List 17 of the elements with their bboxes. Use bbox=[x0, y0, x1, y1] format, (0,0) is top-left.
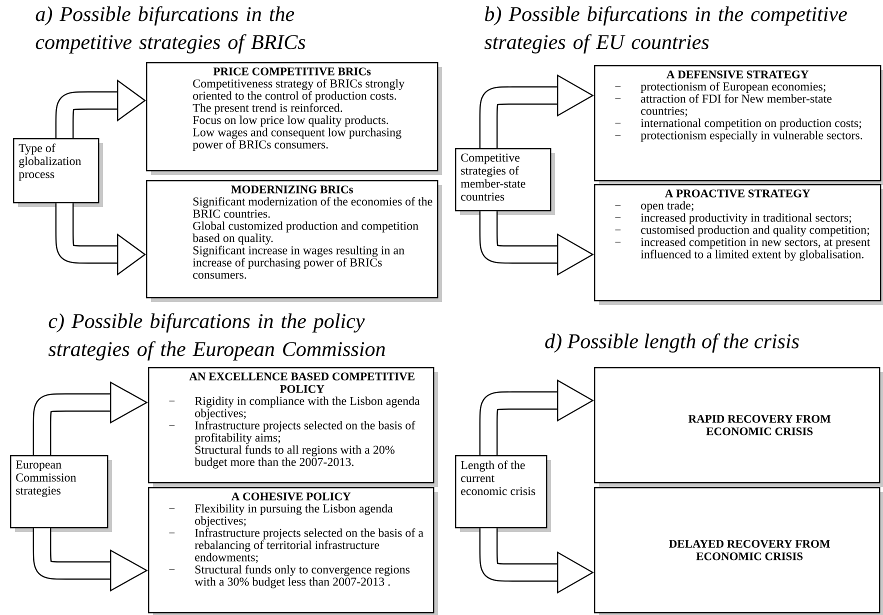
scenario-box: PRICE COMPETITIVE BRICs Competitiveness strategy of BRICs strongly oriented to the control of production costs. The present trend is reinforced. Focus on low price low quality products. Low wages and consequent low purchasing power of BRICs consumers. bbox=[146, 62, 442, 175]
concept-box: Length of the current economic crisis bbox=[455, 455, 551, 532]
scenario-box: MODERNIZING BRICs Significant modernization of the economies of the BRIC countries. Global customized production and competition based on quality. Significant increase in wages resulting in an increase of purchasing power of BRICs consumers. bbox=[146, 180, 442, 302]
block-arrow bbox=[55, 79, 146, 138]
concept-box: Type of globalization process bbox=[13, 138, 103, 207]
scenario-box: AN EXCELLENCE BASED COMPETITIVE POLICY Rigidity in compliance with the Lisbon agenda objectives; Infrastructure projects selected on the basis of profitability aims; Structural funds to all regions with a 20% budget more than the 2007-2013. bbox=[148, 367, 438, 487]
panel-title: b) Possible bifurcations in the competitive strategies of EU countries bbox=[484, 6, 847, 54]
panel-title: c) Possible bifurcations in the policy strategies of the European Commission bbox=[48, 313, 385, 360]
scenario-box: A COHESIVE POLICY Flexibility in pursuing the Lisbon agenda objectives; Infrastructure projects selected on the basis of a rebalancing of territorial infrastructure endowments; Structural funds only to convergence regions with a 30% budget less than 2007-2013 . bbox=[148, 486, 438, 615]
scenario-box: RAPID RECOVERY FROM ECONOMIC CRISIS bbox=[594, 367, 883, 487]
concept-box: Competitive strategies of member-state countries bbox=[455, 148, 555, 215]
concept-box: European Commission strategies bbox=[10, 455, 112, 532]
scenario-box: A PROACTIVE STRATEGY open trade; increased productivity in traditional sectors; customised production and quality competition; increased competition in new sectors, at present influenced to a limited extent by globalisation. bbox=[594, 184, 883, 305]
panel-title: d) Possible length of the crisis bbox=[545, 333, 799, 353]
scenario-box: DELAYED RECOVERY FROM ECONOMIC CRISIS bbox=[594, 486, 883, 615]
panel-title: a) Possible bifurcations in the competitive strategies of BRICs bbox=[36, 6, 306, 54]
scenario-box: A DEFENSIVE STRATEGY protectionism of European economies; attraction of FDI for New member-state countries; international competition on production costs; protectionism especially in vulnerable sectors. bbox=[594, 65, 883, 185]
